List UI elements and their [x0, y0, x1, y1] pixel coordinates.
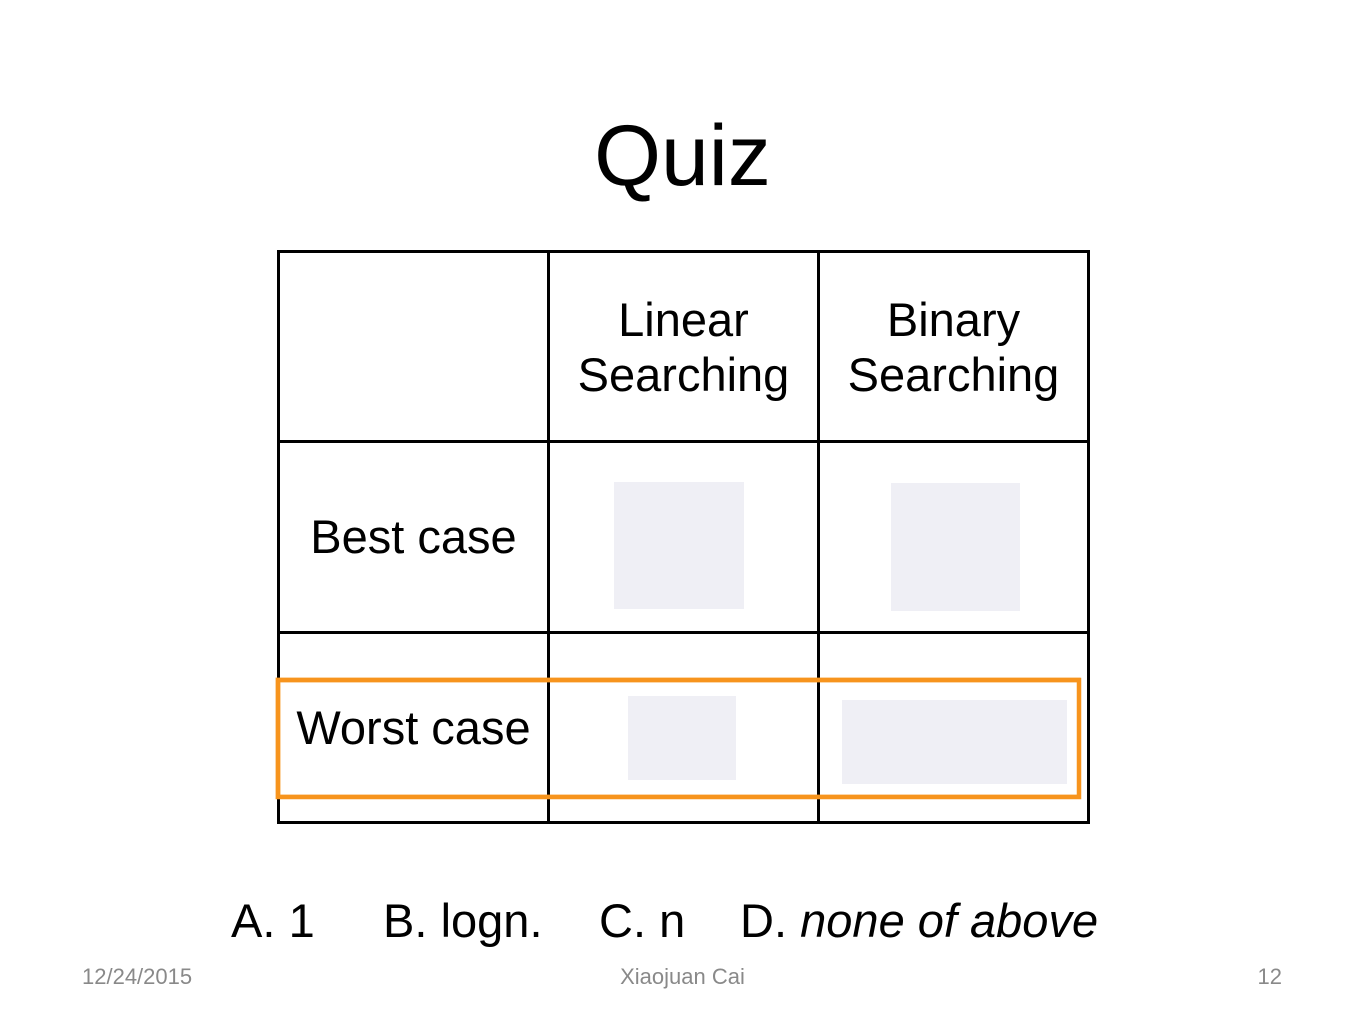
table-corner-cell: [280, 253, 547, 441]
answer-text: 1: [288, 894, 315, 947]
answer-option-d: D.none of above: [740, 897, 1098, 944]
answer-placeholder-box: [842, 700, 1067, 784]
answer-text: n: [659, 894, 686, 947]
answer-placeholder-box: [891, 483, 1020, 611]
footer-author: Xiaojuan Cai: [620, 964, 745, 989]
answer-text: logn.: [440, 894, 543, 947]
answer-placeholder-box: [628, 696, 736, 780]
column-header-linear-searching: Linear Searching: [550, 253, 817, 441]
answer-text: none of above: [800, 894, 1099, 947]
row-label-worst-case: Worst case: [280, 633, 547, 821]
slide-title: Quiz: [594, 108, 771, 204]
row-label-best-case: Best case: [280, 443, 547, 631]
footer-page-number: 12: [1257, 964, 1282, 989]
answer-letter: B.: [383, 894, 428, 947]
footer-date: 12/24/2015: [82, 964, 193, 989]
answer-options: A.1 B.logn. C.n D.none of above: [0, 897, 1365, 947]
answer-letter: D.: [740, 894, 787, 947]
answer-option-a: A.1: [231, 897, 315, 944]
answer-placeholder-box: [614, 482, 744, 609]
column-header-binary-searching: Binary Searching: [820, 253, 1087, 441]
answer-option-b: B.logn.: [383, 897, 543, 944]
answer-letter: C.: [599, 894, 646, 947]
answer-letter: A.: [231, 894, 276, 947]
answer-option-c: C.n: [599, 897, 685, 944]
